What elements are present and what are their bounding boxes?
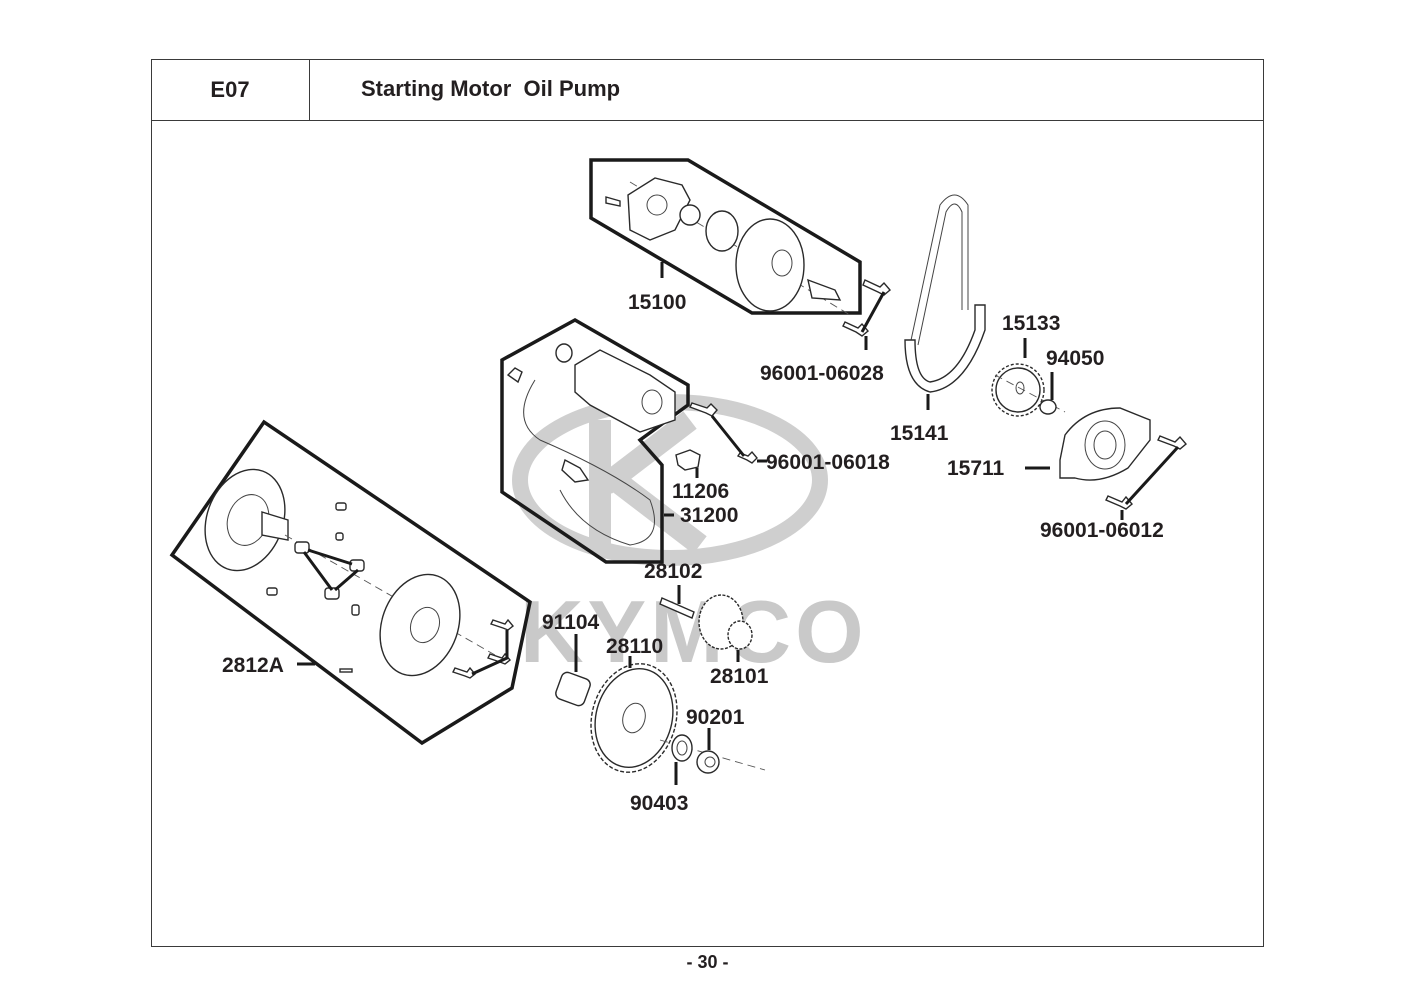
clamp-11206 <box>675 449 701 478</box>
page-title: Starting Motor Oil Pump <box>361 76 621 101</box>
oil-pump-group-box <box>589 158 862 315</box>
nut-90201 <box>696 728 720 774</box>
clutch-screw <box>452 666 476 679</box>
cable-terminal <box>561 458 590 483</box>
driven-gear-28110 <box>590 656 766 773</box>
outer-rotor <box>705 210 739 252</box>
spring <box>351 604 360 616</box>
header-divider <box>310 120 1264 121</box>
part-label-94050[interactable]: 94050 <box>1046 347 1104 370</box>
spring <box>335 502 347 511</box>
part-label-28102[interactable]: 28102 <box>644 560 702 583</box>
oil-pump-cover <box>1025 407 1151 481</box>
inner-rotor <box>679 204 701 226</box>
roller <box>294 541 310 554</box>
part-label-15133[interactable]: 15133 <box>1002 312 1060 335</box>
oil-pump-body-plate <box>627 177 691 241</box>
starting-motor <box>506 343 676 546</box>
starting-motor-group-box <box>500 317 690 564</box>
bolt-96001-06018 <box>689 402 767 464</box>
part-label-2812A[interactable]: 2812A <box>222 654 284 677</box>
bolts-96001-06028 <box>842 279 891 350</box>
starting-clutch-assembly <box>204 468 514 679</box>
kymco-watermark: KYMCO <box>512 394 864 681</box>
part-label-90201[interactable]: 90201 <box>686 706 745 729</box>
key <box>339 668 353 673</box>
hub-boss <box>261 511 289 541</box>
terminal-cap <box>506 367 523 384</box>
spring <box>266 587 278 596</box>
plunger <box>335 532 344 541</box>
nut-94050 <box>1039 372 1057 415</box>
page-number: - 30 - <box>686 952 729 972</box>
oil-pump-sprocket <box>991 338 1066 417</box>
pump-screw <box>605 196 621 207</box>
part-label-96001-06018[interactable]: 96001-06018 <box>766 451 890 474</box>
section-code: E07 <box>151 59 310 121</box>
watermark-k <box>589 411 707 554</box>
part-label-31200[interactable]: 31200 <box>680 504 738 527</box>
bolts-96001-06012 <box>1105 435 1187 520</box>
idle-gear-28101 <box>698 594 753 662</box>
part-label-15711[interactable]: 15711 <box>947 457 1005 480</box>
bearing-91104 <box>555 634 591 707</box>
diagram-frame <box>151 59 1264 947</box>
shaft-28102 <box>659 585 695 619</box>
part-label-96001-06028[interactable]: 96001-06028 <box>760 362 884 385</box>
clutch-screw <box>490 618 514 631</box>
oil-pump-chain <box>904 194 986 410</box>
motor-body <box>574 349 676 433</box>
clutch-screw <box>487 652 511 665</box>
part-label-15100[interactable]: 15100 <box>628 291 686 314</box>
part-label-28110[interactable]: 28110 <box>606 635 663 658</box>
part-label-15141[interactable]: 15141 <box>890 422 949 445</box>
part-label-96001-06012[interactable]: 96001-06012 <box>1040 519 1164 542</box>
pump-shaft <box>807 278 842 301</box>
part-label-11206[interactable]: 11206 <box>672 480 729 503</box>
starting-clutch-group-box <box>169 419 532 746</box>
clutch-outer <box>379 573 461 677</box>
part-label-91104[interactable]: 91104 <box>542 611 600 634</box>
chain-links <box>904 304 986 393</box>
part-label-90403[interactable]: 90403 <box>630 792 688 815</box>
pump-cover <box>735 218 805 312</box>
o-ring <box>555 343 573 363</box>
washer-90403 <box>671 734 693 785</box>
oil-pump-assembly <box>605 177 851 316</box>
part-label-28101[interactable]: 28101 <box>710 665 769 688</box>
